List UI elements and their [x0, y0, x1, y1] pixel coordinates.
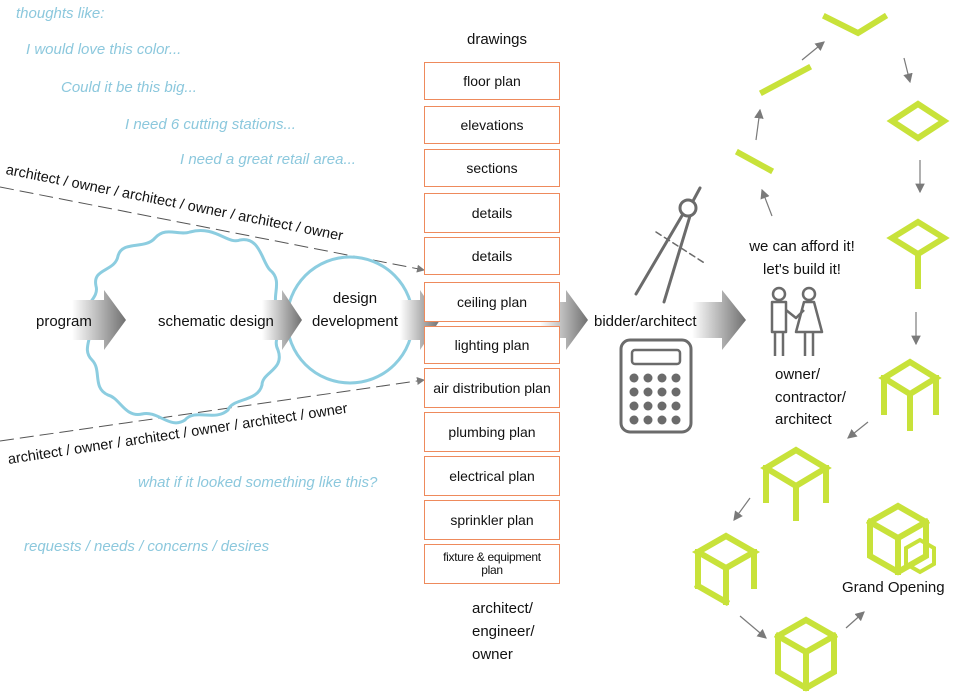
- drawings-footer-line: architect/: [472, 600, 533, 617]
- parties-line: owner/: [775, 366, 821, 383]
- drawings-footer-line: owner: [472, 646, 513, 663]
- parties-line: contractor/: [775, 389, 846, 406]
- drawing-item: lighting plan: [424, 326, 560, 364]
- stage-bidder: bidder/architect: [594, 313, 697, 330]
- quote-afford: we can afford it!: [749, 238, 855, 255]
- drawing-item: electrical plan: [424, 456, 560, 496]
- requests-thought: requests / needs / concerns / desires: [24, 538, 270, 555]
- handshake-icon: [770, 286, 824, 356]
- drawing-item: floor plan: [424, 62, 560, 100]
- drawing-item: fixture & equipment plan: [424, 544, 560, 584]
- question-thought: what if it looked something like this?: [138, 474, 378, 491]
- thought-item: I need 6 cutting stations...: [125, 116, 296, 133]
- stage-program: program: [36, 313, 92, 330]
- drawing-item: sections: [424, 149, 560, 187]
- drawing-item: air distribution plan: [424, 368, 560, 408]
- calculator-icon: [619, 338, 693, 434]
- quote-build: let's build it!: [763, 261, 841, 278]
- drawing-item: details: [424, 193, 560, 233]
- drawing-item: elevations: [424, 106, 560, 144]
- stage-development-2: development: [312, 313, 398, 330]
- schematic-blob: [84, 229, 286, 425]
- parties-line: architect: [775, 411, 832, 428]
- thought-item: I would love this color...: [26, 41, 182, 58]
- drawing-item: sprinkler plan: [424, 500, 560, 540]
- drawings-footer-line: engineer/: [472, 623, 535, 640]
- sequence-arrows: [733, 41, 925, 639]
- thought-item: Could it be this big...: [61, 79, 197, 96]
- thoughts-header: thoughts like:: [16, 5, 105, 22]
- grand-opening-label: Grand Opening: [842, 579, 945, 596]
- drawing-item: details: [424, 237, 560, 275]
- drawings-header: drawings: [466, 31, 528, 48]
- stage-schematic: schematic design: [158, 313, 274, 330]
- drawing-item: ceiling plan: [424, 282, 560, 322]
- construction-sequence: [691, 12, 950, 692]
- stage-development-1: design: [332, 290, 378, 307]
- thought-item: I need a great retail area...: [180, 151, 356, 168]
- drawing-item: plumbing plan: [424, 412, 560, 452]
- compass-icon: [634, 186, 707, 304]
- flow-arrows: [72, 290, 746, 350]
